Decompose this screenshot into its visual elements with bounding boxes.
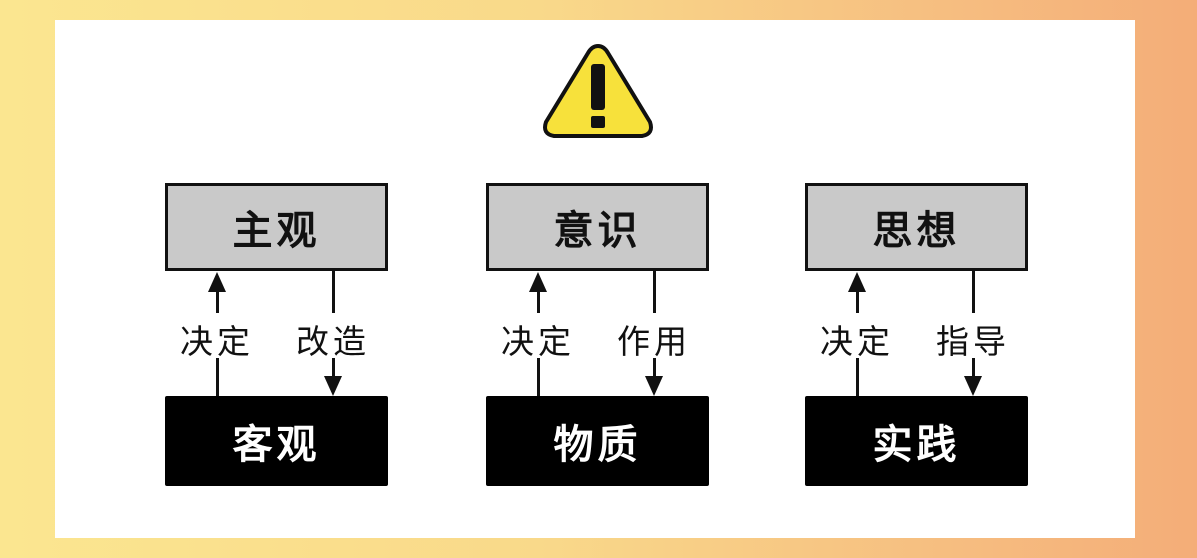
arrow-line (653, 358, 656, 376)
arrow-line (972, 271, 975, 313)
arrow-line (856, 358, 859, 396)
arrow-line (972, 358, 975, 376)
group-subjective-objective: 主观 决定 改造 客观 (165, 183, 388, 486)
arrow-line (332, 358, 335, 376)
arrow-up-icon (848, 272, 866, 292)
up-label: 决定 (820, 322, 894, 361)
arrow-line (216, 358, 219, 396)
down-label: 改造 (296, 322, 370, 361)
up-label: 决定 (180, 322, 254, 361)
top-box: 意识 (486, 183, 709, 271)
arrow-up-icon (208, 272, 226, 292)
arrow-down-icon (645, 376, 663, 396)
group-consciousness-matter: 意识 决定 作用 物质 (486, 183, 709, 486)
arrow-line (653, 271, 656, 313)
group-thought-practice: 思想 决定 指导 实践 (805, 183, 1028, 486)
arrow-line (216, 291, 219, 313)
top-box: 主观 (165, 183, 388, 271)
bottom-box: 物质 (486, 396, 709, 486)
up-label: 决定 (501, 322, 575, 361)
bottom-box: 客观 (165, 396, 388, 486)
arrow-up-icon (529, 272, 547, 292)
down-label: 指导 (936, 322, 1010, 361)
arrow-down-icon (324, 376, 342, 396)
bottom-box: 实践 (805, 396, 1028, 486)
arrow-line (537, 291, 540, 313)
down-label: 作用 (617, 322, 691, 361)
arrow-line (332, 271, 335, 313)
top-box: 思想 (805, 183, 1028, 271)
arrow-down-icon (964, 376, 982, 396)
warning-triangle-icon (543, 44, 653, 138)
arrow-line (856, 291, 859, 313)
arrow-line (537, 358, 540, 396)
